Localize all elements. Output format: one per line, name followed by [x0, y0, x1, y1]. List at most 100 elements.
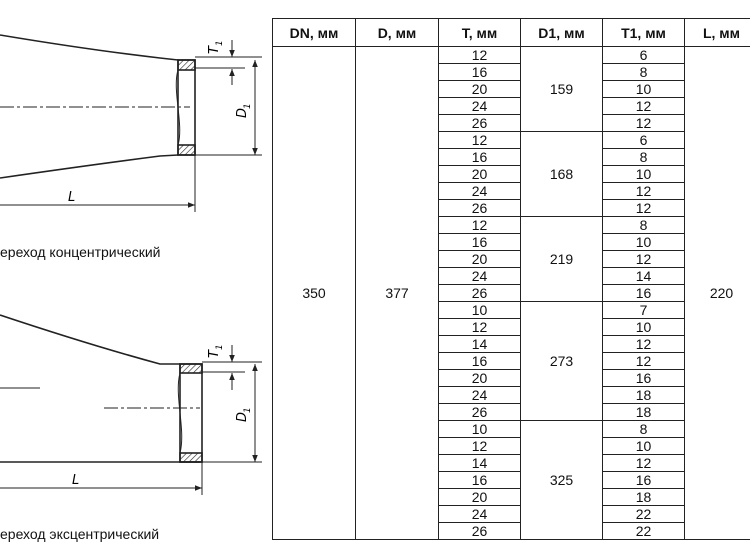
table-row: 24 18 [273, 386, 750, 404]
cell-t1: 12 [602, 454, 685, 472]
svg-text:1: 1 [215, 344, 225, 350]
cell-t: 24 [438, 267, 521, 285]
cell-t1: 10 [602, 437, 685, 455]
cell-t: 26 [438, 114, 521, 132]
cell-t: 24 [438, 386, 521, 404]
header-l: L, мм [684, 18, 750, 47]
cell-t: 24 [438, 182, 521, 200]
cell-dn: 350 [272, 46, 356, 540]
label-L-2: L [72, 473, 79, 488]
header-t: T, мм [438, 18, 521, 47]
cell-t1: 22 [602, 505, 685, 523]
cell-t: 14 [438, 335, 521, 353]
cell-t: 24 [438, 505, 521, 523]
header-row: DN, мм D, мм T, мм D1, мм T1, мм L, мм [272, 18, 750, 47]
technical-drawings: L T 1 D 1 L T 1 D 1 [0, 34, 262, 495]
cell-t: 12 [438, 131, 521, 149]
cell-t: 12 [438, 437, 521, 455]
cell-t1: 12 [602, 199, 685, 217]
table-row: 26 22 [273, 522, 750, 540]
cell-d1: 325 [520, 420, 603, 540]
cell-t: 16 [438, 352, 521, 370]
cell-d1: 219 [520, 216, 603, 302]
cell-t1: 16 [602, 471, 685, 489]
cell-t1: 6 [602, 46, 685, 64]
svg-text:1: 1 [243, 407, 253, 413]
svg-text:1: 1 [243, 103, 253, 109]
cell-d1: 168 [520, 131, 603, 217]
header-t1: T1, мм [602, 18, 685, 47]
table-row: 12 10 [273, 437, 750, 455]
cell-t1: 14 [602, 267, 685, 285]
cell-t: 12 [438, 46, 521, 64]
cell-t1: 6 [602, 131, 685, 149]
cell-t: 16 [438, 471, 521, 489]
table-row: 26 18 [273, 403, 750, 421]
label-L-1: L [68, 190, 75, 205]
cell-d1: 159 [520, 46, 603, 132]
cell-t: 26 [438, 199, 521, 217]
eccentric-reducer-drawing [0, 314, 262, 495]
cell-t1: 16 [602, 369, 685, 387]
cell-t1: 12 [602, 352, 685, 370]
cell-t: 20 [438, 80, 521, 98]
cell-t1: 22 [602, 522, 685, 540]
specification-table: DN, мм D, мм T, мм D1, мм T1, мм L, мм 3… [272, 18, 750, 540]
cell-t1: 18 [602, 403, 685, 421]
caption-eccentric: ереход эксцентрический [0, 526, 160, 542]
cell-t1: 8 [602, 420, 685, 438]
label-T1-2: T [207, 349, 222, 358]
header-d1: D1, мм [520, 18, 603, 47]
cell-t1: 8 [602, 216, 685, 234]
cell-t1: 8 [602, 63, 685, 81]
cell-t1: 10 [602, 318, 685, 336]
cell-t: 12 [438, 216, 521, 234]
cell-l: 220 [684, 46, 750, 540]
header-dn: DN, мм [272, 18, 356, 47]
cell-t: 26 [438, 522, 521, 540]
header-d: D, мм [355, 18, 439, 47]
cell-t: 26 [438, 403, 521, 421]
cell-t1: 7 [602, 301, 685, 319]
cell-t1: 8 [602, 148, 685, 166]
cell-t: 20 [438, 488, 521, 506]
cell-t: 20 [438, 250, 521, 268]
cell-t1: 18 [602, 386, 685, 404]
cell-d: 377 [355, 46, 439, 540]
cell-t: 10 [438, 301, 521, 319]
cell-t: 14 [438, 454, 521, 472]
cell-t1: 10 [602, 165, 685, 183]
cell-t1: 12 [602, 182, 685, 200]
cell-t1: 18 [602, 488, 685, 506]
cell-t1: 12 [602, 250, 685, 268]
label-T1-1: T [207, 45, 222, 54]
cell-t: 16 [438, 63, 521, 81]
concentric-reducer-drawing [0, 34, 262, 212]
cell-t1: 16 [602, 284, 685, 302]
cell-t: 10 [438, 420, 521, 438]
cell-t1: 10 [602, 80, 685, 98]
cell-t: 12 [438, 318, 521, 336]
cell-t: 26 [438, 284, 521, 302]
label-D1-1: D [235, 108, 250, 118]
cell-d1: 273 [520, 301, 603, 421]
table-row: 26 16 [273, 284, 750, 302]
table-row: 14 12 [273, 454, 750, 472]
cell-t1: 12 [602, 335, 685, 353]
cell-t1: 12 [602, 114, 685, 132]
cell-t: 20 [438, 165, 521, 183]
caption-concentric: ереход концентрический [0, 244, 161, 260]
cell-t: 24 [438, 97, 521, 115]
cell-t1: 10 [602, 233, 685, 251]
cell-t: 16 [438, 233, 521, 251]
table-row: 14 12 [273, 335, 750, 353]
table-row: 24 14 [273, 267, 750, 285]
